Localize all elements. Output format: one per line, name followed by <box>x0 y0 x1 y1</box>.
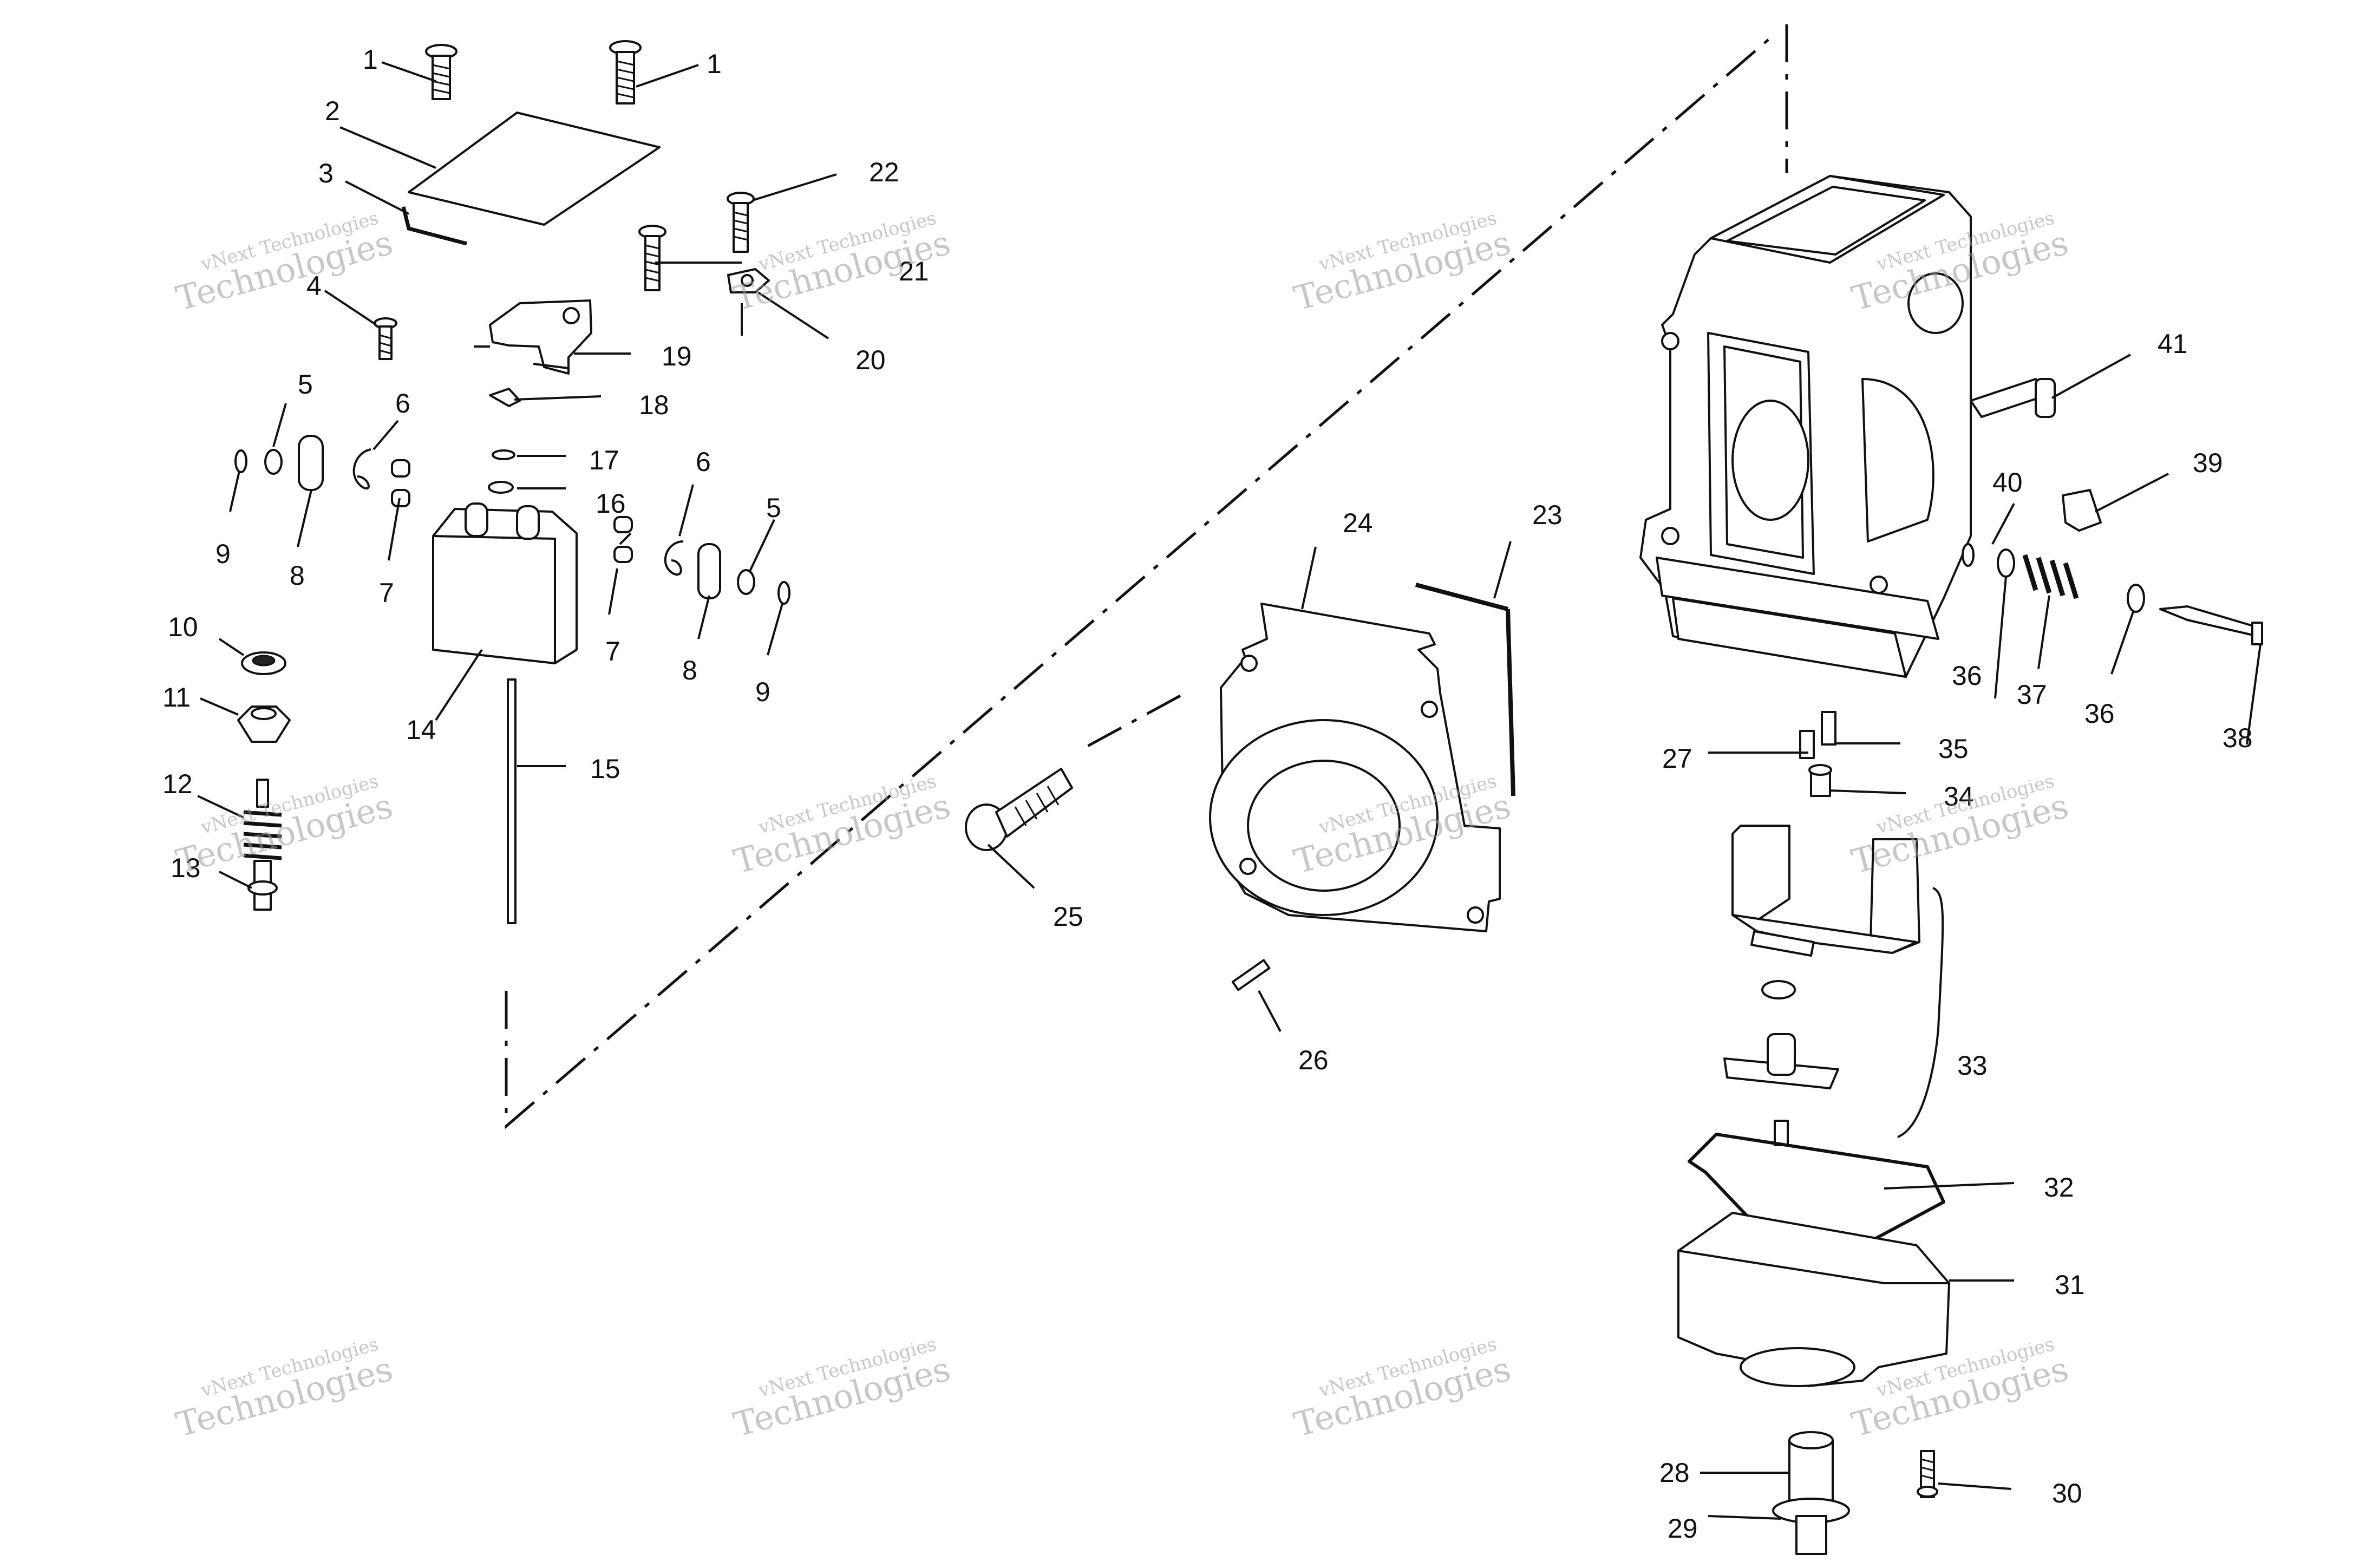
part-washer-40 <box>1962 543 1975 567</box>
callout-12: 12 <box>162 769 193 799</box>
part-nut-washer-10-11 <box>237 651 291 743</box>
callout-6: 6 <box>395 388 410 419</box>
watermark: vNext Technologies Technologies <box>1290 207 1515 318</box>
part-bracket-33 <box>1897 887 1944 1138</box>
part-small-screw-4 <box>374 317 397 360</box>
part-gasket-23-edge <box>1506 609 1515 796</box>
callout-16: 16 <box>596 488 626 519</box>
callout-15: 15 <box>590 754 620 784</box>
part-pin-26 <box>1231 959 1271 991</box>
part-needle-38 <box>2159 605 2263 645</box>
part-screws-1 <box>425 40 642 104</box>
callout-23: 23 <box>1532 500 1563 530</box>
assembly-guide-lines <box>505 24 1788 1129</box>
callout-33: 33 <box>1957 1050 1988 1081</box>
callout-8: 8 <box>682 655 697 685</box>
part-jets-34-35 <box>1799 711 1836 797</box>
callout-1: 1 <box>363 44 378 75</box>
callout-39: 39 <box>2193 448 2223 478</box>
part-pin-3 <box>401 206 467 246</box>
callout-31: 31 <box>2055 1270 2085 1300</box>
callout-30: 30 <box>2052 1478 2082 1508</box>
part-clips-left <box>234 435 410 507</box>
part-float-33 <box>1731 825 1920 957</box>
callout-35: 35 <box>1938 734 1969 764</box>
callout-2: 2 <box>325 96 340 126</box>
callout-leaders <box>197 61 2262 1520</box>
callout-25: 25 <box>1053 901 1083 932</box>
part-needle-15 <box>507 678 517 924</box>
part-float-bowl-31 <box>1677 1212 1950 1387</box>
callout-17: 17 <box>589 445 619 475</box>
callout-41: 41 <box>2158 329 2188 359</box>
part-oring <box>1761 980 1796 999</box>
callout-21: 21 <box>899 256 929 286</box>
part-cover-plate <box>408 112 661 226</box>
callout-9: 9 <box>755 677 770 707</box>
callout-14: 14 <box>406 715 436 745</box>
callout-19: 19 <box>662 341 692 371</box>
callout-36: 36 <box>2084 698 2115 729</box>
part-flange-24 <box>1209 603 1501 932</box>
callout-9: 9 <box>215 539 231 569</box>
part-needle-valve <box>1723 1033 1839 1146</box>
callout-5: 5 <box>766 493 781 523</box>
part-carb-body <box>1639 175 1972 678</box>
part-washers-16-17 <box>488 449 515 494</box>
watermark: vNext Technologies Technologies <box>730 1334 955 1445</box>
part-fitting-41 <box>1970 378 2056 418</box>
callout-18: 18 <box>639 390 669 420</box>
part-screw-30 <box>1917 1450 1938 1498</box>
callout-36: 36 <box>1952 661 1982 691</box>
callout-37: 37 <box>2017 680 2047 710</box>
callout-38: 38 <box>2223 723 2253 753</box>
callout-28: 28 <box>1659 1458 1690 1488</box>
part-spring-pilot-12-13 <box>243 779 282 911</box>
watermark: vNext Technologies Technologies <box>172 1334 397 1445</box>
callout-29: 29 <box>1668 1513 1698 1544</box>
watermark: vNext Technologies Technologies <box>172 770 397 881</box>
part-drain-28-29 <box>1772 1431 1850 1555</box>
watermark: vNext Technologies Technologies <box>730 207 955 318</box>
part-bracket-19 <box>474 299 592 375</box>
callout-labels: 1 1 2 3 4 5 6 9 8 7 10 11 12 13 14 15 16… <box>162 44 2253 1544</box>
callout-11: 11 <box>162 682 191 713</box>
part-screw-25 <box>965 768 1073 851</box>
callout-27: 27 <box>1662 743 1692 774</box>
watermark: vNext Technologies Technologies <box>1290 1334 1515 1445</box>
callout-8: 8 <box>290 560 305 591</box>
callout-13: 13 <box>171 853 201 883</box>
callout-7: 7 <box>379 578 394 608</box>
callout-20: 20 <box>855 345 886 375</box>
callout-7: 7 <box>605 636 620 667</box>
callout-26: 26 <box>1298 1045 1329 1075</box>
callout-24: 24 <box>1343 508 1373 538</box>
callout-22: 22 <box>869 157 899 187</box>
callout-4: 4 <box>306 271 322 301</box>
watermark: vNext Technologies Technologies <box>172 207 397 318</box>
part-clip-18 <box>489 388 521 407</box>
part-slide-14 <box>432 502 578 664</box>
callout-40: 40 <box>1992 467 2023 498</box>
callout-34: 34 <box>1944 781 1974 812</box>
callout-32: 32 <box>2044 1172 2074 1203</box>
part-clips-right <box>613 516 790 605</box>
part-spring-37-washers-36 <box>1997 548 2145 613</box>
callout-6: 6 <box>696 447 711 477</box>
callout-10: 10 <box>168 612 198 642</box>
part-cap-39 <box>2062 489 2102 532</box>
watermark: vNext Technologies Technologies <box>730 770 955 881</box>
callout-3: 3 <box>318 158 334 188</box>
part-gasket-23 <box>1415 583 1509 611</box>
callout-5: 5 <box>298 369 313 400</box>
callout-1: 1 <box>707 49 722 79</box>
